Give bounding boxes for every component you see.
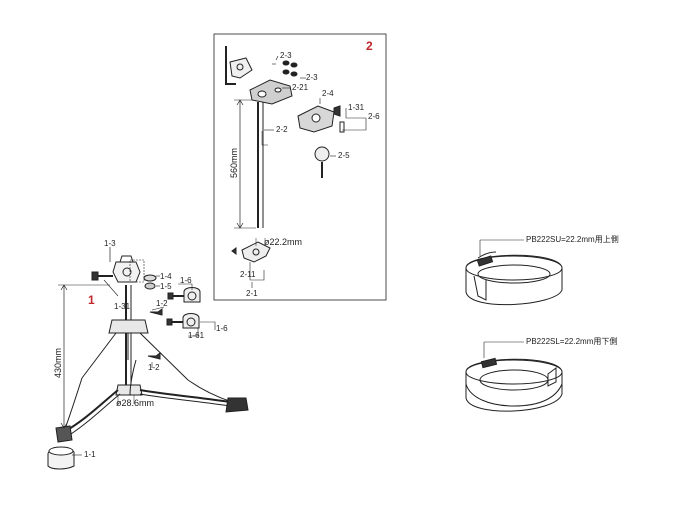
part-label-2-6: 2-6 [368, 112, 380, 121]
part-label-1-6-upper: 1-6 [180, 276, 192, 285]
part-label-1-4: 1-4 [160, 272, 172, 281]
part-label-2-3-upper: 2-3 [280, 51, 292, 60]
part-label-2-4: 2-4 [322, 89, 334, 98]
part-label-2-11: 2-11 [240, 270, 256, 279]
section-marker-stand: 1 [88, 293, 95, 307]
part-label-2-21: 2-21 [292, 83, 309, 92]
part-label-1-31-arm: 1-31 [348, 103, 365, 112]
part-label-1-5: 1-5 [160, 282, 172, 291]
part-label-1-6-lower: 1-6 [216, 324, 228, 333]
section-marker-arm: 2 [366, 39, 373, 53]
part-label-2-5: 2-5 [338, 151, 350, 160]
adapter-upper-drawing [465, 239, 563, 306]
stand-tube-diameter: ø28.6mm [116, 398, 155, 408]
part-label-1-2-lower: 1-2 [148, 363, 160, 372]
stand-height-dimension: 430mm [53, 347, 63, 378]
part-label-1-3: 1-3 [104, 239, 116, 248]
stand-drawing [47, 247, 249, 470]
arm-drawing [213, 33, 387, 301]
adapter-lower-drawing [465, 341, 563, 412]
part-label-1-61: 1-61 [188, 331, 205, 340]
part-label-2-1: 2-1 [246, 289, 258, 298]
arm-length-dimension: 560mm [229, 147, 239, 178]
arm-tube-diameter: ø22.2mm [264, 237, 303, 247]
part-label-2-3-lower: 2-3 [306, 73, 318, 82]
part-label-1-2-upper: 1-2 [156, 299, 168, 308]
part-label-1-1: 1-1 [84, 450, 96, 459]
part-label-1-31: 1-31 [114, 302, 131, 311]
part-label-2-2: 2-2 [276, 125, 288, 134]
adapter-lower-note: PB222SL=22.2mm用下側 [526, 337, 618, 346]
adapter-upper-note: PB222SU=22.2mm用上側 [526, 235, 619, 244]
